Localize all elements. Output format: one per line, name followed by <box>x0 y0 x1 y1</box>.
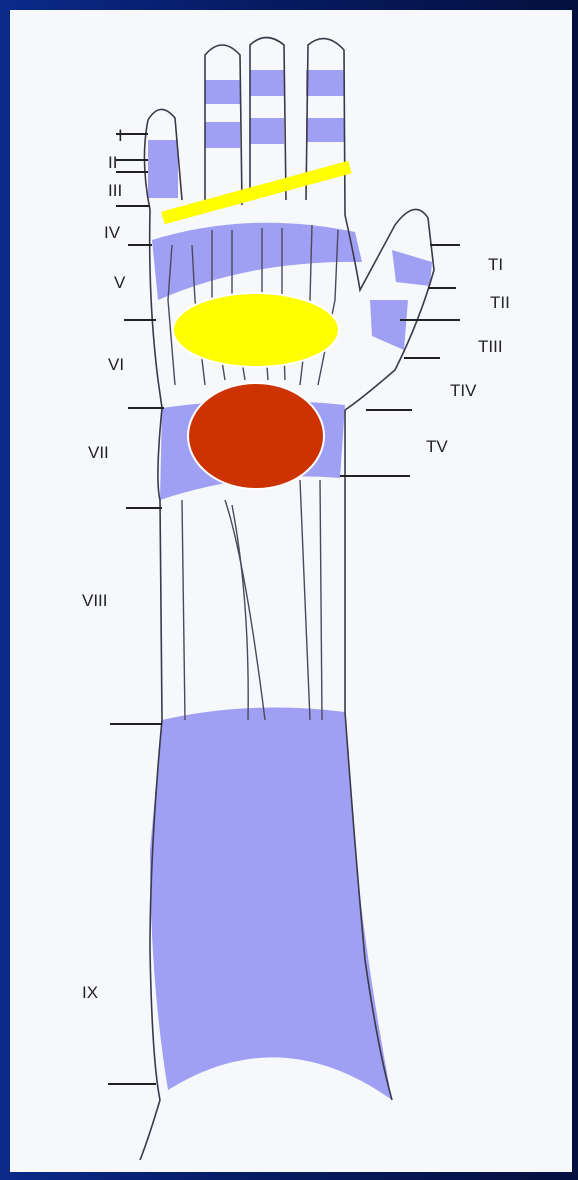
label-zone-viii: VIII <box>82 591 108 610</box>
label-zone-ii: II <box>108 153 117 172</box>
label-zone-tiv: TIV <box>450 381 477 400</box>
label-zone-tiii: TIII <box>478 337 503 356</box>
yellow-oval-marker <box>173 293 339 367</box>
thumb-zone-labels: TI TII TIII TIV TV <box>426 255 510 456</box>
label-zone-ix: IX <box>82 983 98 1002</box>
overlay-markers <box>163 167 350 489</box>
red-oval-marker <box>188 383 324 489</box>
label-zone-i: I <box>118 126 123 145</box>
zone-iv-v-palm <box>152 223 362 300</box>
label-zone-vii: VII <box>88 443 109 462</box>
label-zone-tv: TV <box>426 437 448 456</box>
left-zone-labels: I II III IV V VI VII VIII IX <box>82 126 126 1002</box>
yellow-line-marker <box>163 167 350 218</box>
zone-thumb-t <box>370 250 432 350</box>
label-zone-tii: TII <box>490 293 510 312</box>
label-zone-ti: TI <box>488 255 503 274</box>
label-zone-vi: VI <box>108 355 124 374</box>
label-zone-v: V <box>114 273 126 292</box>
label-zone-iii: III <box>108 181 122 200</box>
zone-ix-forearm <box>150 708 392 1101</box>
label-zone-iv: IV <box>104 223 121 242</box>
shaded-zones <box>148 70 432 1100</box>
